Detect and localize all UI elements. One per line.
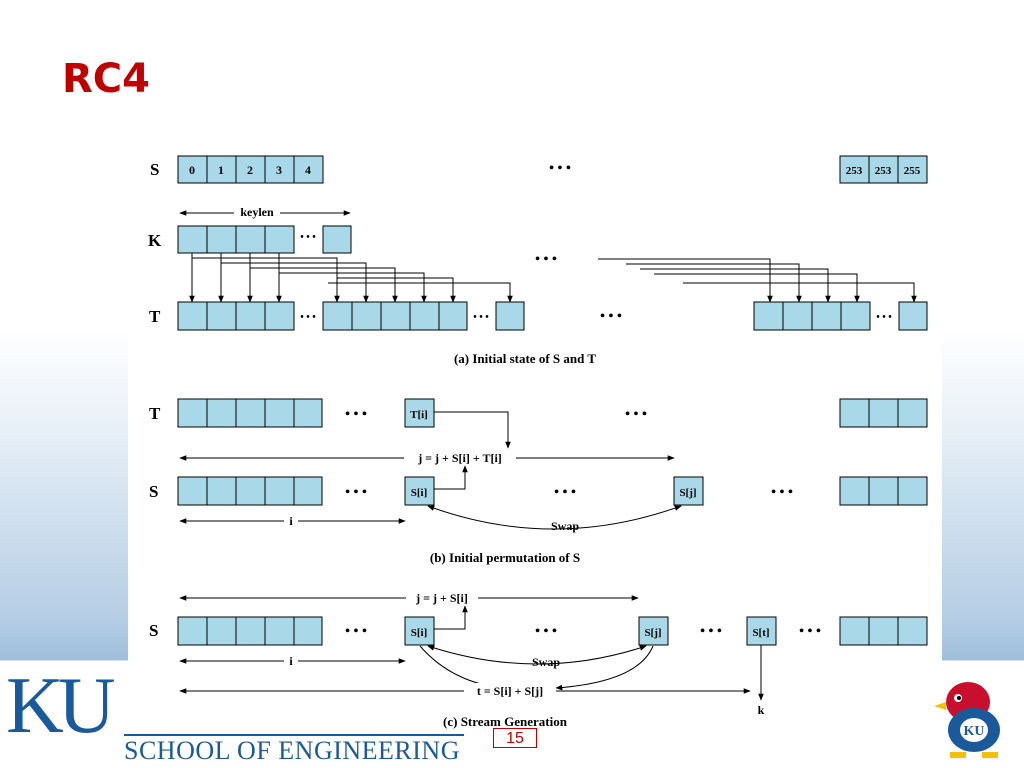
a-s-end-cells (839, 155, 928, 184)
b-swap-arc (427, 505, 682, 530)
b-s-ellipsis-3: • • • (771, 485, 793, 500)
c-swap-arc (427, 645, 647, 665)
b-ti-arrow (434, 411, 511, 449)
c-s-ellipsis-4: • • • (799, 624, 821, 639)
b-caption: (b) Initial permutation of S (430, 550, 580, 565)
a-s-cells (177, 155, 324, 184)
b-swap-label: Swap (551, 519, 579, 533)
a-s-cell-3: 3 (276, 163, 282, 177)
a-keylen-label: keylen (240, 205, 274, 219)
b-t-row-label: T (149, 404, 161, 423)
a-t-cells (177, 301, 928, 331)
c-caption: (c) Stream Generation (443, 714, 568, 729)
c-j-formula: j = j + S[i] (415, 591, 468, 605)
footer-rule (124, 734, 464, 736)
jayhawk-mascot-icon: KU (934, 682, 1000, 758)
c-sj-label: S[j] (644, 627, 661, 639)
a-t-small-ellipsis-3: • • • (876, 312, 892, 323)
a-s-end-cell-2: 255 (904, 165, 921, 177)
page-number: 15 (493, 728, 537, 748)
a-k-row-label: K (148, 231, 162, 250)
ku-logo: KU (6, 662, 116, 750)
a-s-end-cell-0: 253 (846, 165, 863, 177)
a-t-small-ellipsis-1: • • • (300, 312, 316, 323)
c-t-formula: t = S[i] + S[j] (477, 684, 543, 698)
c-s-ellipsis-3: • • • (700, 624, 722, 639)
a-k-to-t-arrows (189, 253, 917, 303)
b-sj-label: S[j] (679, 487, 696, 499)
a-s-row-label: S (150, 160, 159, 179)
b-s-row-label: S (149, 482, 158, 501)
b-t-ellipsis-2: • • • (625, 407, 647, 422)
a-s-cell-2: 2 (247, 163, 253, 177)
c-sj-to-t-line (555, 645, 654, 691)
c-k-label: k (758, 703, 765, 717)
b-si-label: S[i] (411, 487, 428, 499)
b-si-up-arrow (434, 465, 468, 490)
b-s-cells (177, 476, 928, 506)
c-s-cells (177, 616, 928, 646)
a-s-cell-4: 4 (305, 163, 311, 177)
b-t-cells (177, 398, 928, 428)
b-ti-label: T[i] (410, 409, 428, 421)
school-of-engineering-label: SCHOOL OF ENGINEERING (124, 736, 460, 765)
c-st-label: S[t] (752, 627, 769, 639)
svg-text:KU: KU (964, 724, 985, 739)
b-j-formula: j = j + S[i] + T[i] (417, 451, 502, 465)
b-s-ellipsis-2: • • • (554, 485, 576, 500)
a-s-cell-0: 0 (189, 163, 195, 177)
a-k-small-ellipsis: • • • (300, 232, 316, 243)
c-swap-label: Swap (532, 655, 560, 669)
c-s-ellipsis-2: • • • (535, 624, 557, 639)
c-si-label: S[i] (411, 627, 428, 639)
b-s-ellipsis-1: • • • (345, 485, 367, 500)
c-s-ellipsis-1: • • • (345, 624, 367, 639)
a-s-ellipsis: • • • (549, 161, 571, 176)
a-s-cell-1: 1 (218, 163, 224, 177)
a-s-end-cell-1: 253 (875, 165, 892, 177)
b-i-label: i (289, 514, 293, 528)
a-k-cells (177, 225, 352, 254)
slide-title: RC4 (62, 56, 150, 102)
a-t-row-label: T (149, 307, 161, 326)
c-i-label: i (289, 654, 293, 668)
c-s-row-label: S (149, 621, 158, 640)
a-k-right-ellipsis: • • • (535, 252, 557, 267)
c-si-up-arrow (434, 605, 468, 630)
rc4-diagram: S 0 1 2 3 4 • • • 253 253 255 keylen K •… (128, 142, 942, 738)
a-caption: (a) Initial state of S and T (454, 351, 596, 366)
a-t-ellipsis: • • • (600, 309, 622, 324)
b-t-ellipsis-1: • • • (345, 407, 367, 422)
a-t-small-ellipsis-2: • • • (473, 312, 489, 323)
